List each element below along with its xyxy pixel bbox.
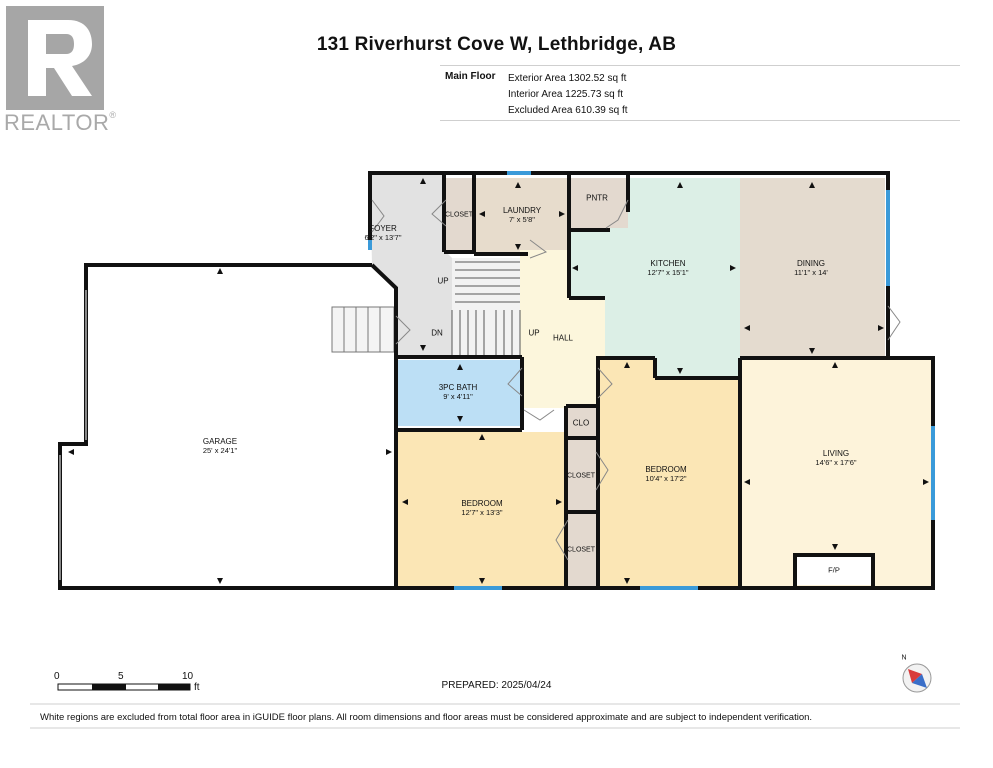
walls — [58, 171, 935, 590]
bedroom1-area — [398, 432, 566, 586]
realtor-wordmark: REALTOR® — [4, 110, 117, 135]
scale-label-zero: 0 — [54, 671, 60, 682]
door-swings — [371, 199, 901, 561]
floor-label: Main Floor — [445, 71, 496, 82]
scale-label-five: 5 — [118, 671, 124, 682]
pantry-area — [571, 178, 628, 228]
stair-label-up-hall: UP — [528, 328, 540, 338]
garage-door — [59, 290, 87, 580]
exterior-steps — [331, 306, 395, 353]
closet-b1b-area — [568, 514, 596, 586]
stair-label-up: UP — [437, 276, 449, 286]
page-title: 131 Riverhurst Cove W, Lethbridge, AB — [316, 34, 677, 55]
windows — [368, 171, 935, 590]
room-hall: HALL — [552, 333, 574, 343]
foyer-area — [370, 173, 452, 355]
room-pantry: PNTR — [586, 193, 608, 203]
closet-b1a-area — [568, 440, 596, 512]
scale-bar — [57, 683, 191, 691]
excluded-area: Excluded Area 610.39 sq ft — [508, 105, 628, 116]
room-clo: CLO — [572, 418, 590, 428]
fireplace-area — [795, 555, 873, 585]
stairs-area — [452, 258, 520, 355]
clo-area — [568, 408, 596, 438]
bath-area — [398, 360, 520, 426]
laundry-area — [475, 178, 569, 254]
header-divider-bottom — [440, 120, 960, 121]
compass-icon — [902, 663, 932, 693]
bedroom2-area — [598, 358, 738, 586]
dimension-arrows — [68, 178, 929, 584]
room-closet-foyer: CLOSET — [444, 211, 474, 219]
exterior-area: Exterior Area 1302.52 sq ft — [508, 73, 627, 84]
kitchen-area — [571, 178, 740, 378]
room-closet-b1b: CLOSET — [566, 546, 596, 554]
disclaimer-text: White regions are excluded from total fl… — [40, 712, 813, 723]
realtor-logo-icon — [6, 6, 104, 110]
scale-label-ten: 10 — [182, 671, 194, 682]
living-area — [740, 358, 933, 586]
room-fireplace: F/P — [828, 565, 840, 575]
compass-north-label: N — [901, 654, 907, 662]
prepared-date: PREPARED: 2025/04/24 — [441, 680, 552, 691]
room-closet-b1a: CLOSET — [566, 472, 596, 480]
area-summary: Exterior Area 1302.52 sq ft Interior Are… — [508, 71, 628, 119]
stair-treads — [451, 261, 521, 355]
stair-label-down: DN — [431, 328, 443, 338]
scale-label-unit: ft — [194, 682, 200, 693]
header-divider — [440, 65, 960, 66]
garage-area — [60, 265, 396, 586]
interior-area: Interior Area 1225.73 sq ft — [508, 89, 624, 100]
closet-foyer-area — [444, 178, 474, 250]
dining-area — [740, 178, 885, 358]
